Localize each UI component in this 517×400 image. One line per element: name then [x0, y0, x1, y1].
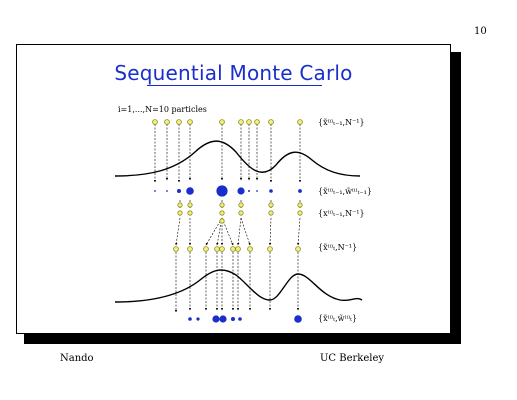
label-prior: {x̃⁽ⁱ⁾ₜ₋₁,N⁻¹} — [318, 118, 365, 127]
likelihood-curve-bottom — [114, 269, 363, 303]
slide-frame: Sequential Monte Carlo — [16, 44, 451, 334]
likelihood-curve-top — [114, 140, 361, 177]
label-weighted-prior: {x̃⁽ⁱ⁾ₜ₋₁,w̃⁽ⁱ⁾ₜ₋₁} — [318, 187, 372, 196]
resampled-particles — [177, 202, 303, 224]
footer-author: Nando — [60, 353, 94, 364]
weighted-posterior-particles — [188, 315, 302, 323]
label-predicted: {x̃⁽ⁱ⁾ₜ,N⁻¹} — [318, 243, 357, 252]
weighted-prior-particles — [154, 185, 302, 197]
label-resampled: {x⁽ⁱ⁾ₜ₋₁,N⁻¹} — [318, 209, 365, 218]
label-weighted-posterior: {x̃⁽ⁱ⁾ₜ,w̃⁽ⁱ⁾ₜ} — [318, 314, 357, 323]
predicted-particles — [173, 246, 301, 252]
footer-affiliation: UC Berkeley — [320, 353, 385, 364]
slide-title: Sequential Monte Carlo — [114, 61, 353, 85]
page-number: 10 — [474, 26, 487, 37]
connectors — [153, 124, 302, 313]
particles-note: i=1,...,N=10 particles — [118, 105, 207, 114]
prior-particles — [152, 119, 303, 125]
title-underline — [147, 85, 322, 86]
